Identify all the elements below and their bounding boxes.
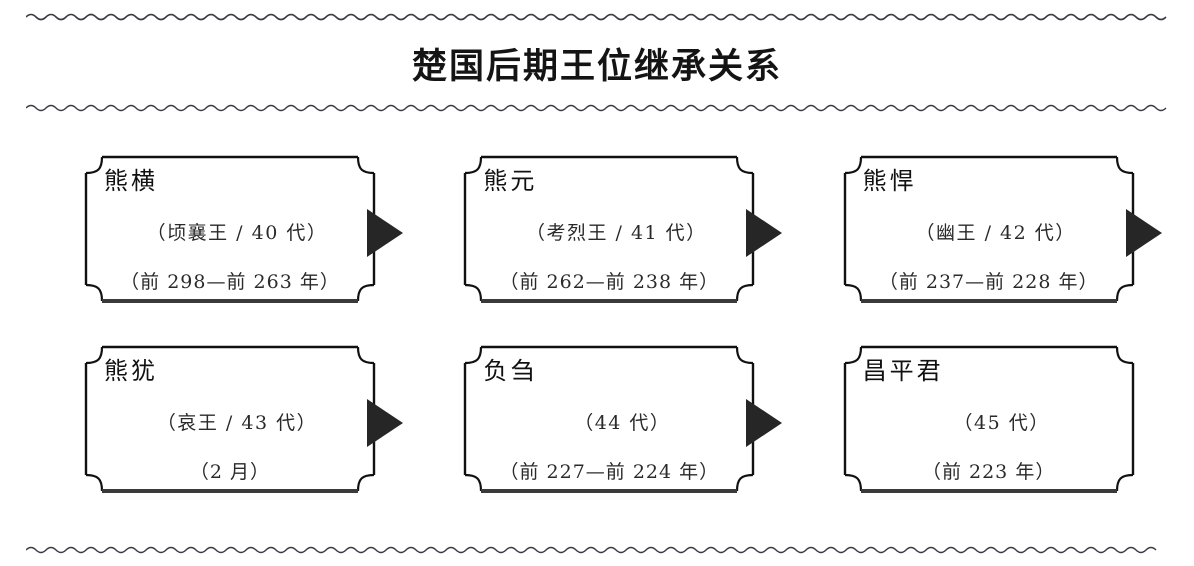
king-reign-years: （前 227—前 224 年）	[499, 461, 720, 484]
king-posthumous-title: （考烈王 / 41 代）	[525, 221, 707, 244]
succession-arrow-4	[365, 397, 405, 449]
card-body: 熊犹 （哀王 / 43 代） （2 月）	[84, 345, 376, 493]
king-posthumous-title: （44 代）	[574, 411, 671, 434]
succession-card-4[interactable]: 熊犹 （哀王 / 43 代） （2 月）	[84, 345, 376, 493]
succession-row-2: 熊犹 （哀王 / 43 代） （2 月）	[0, 345, 1194, 500]
king-name: 熊横	[104, 167, 158, 195]
king-reign-years: （前 262—前 238 年）	[499, 271, 720, 294]
wavy-divider-top	[26, 10, 1170, 24]
king-name: 昌平君	[862, 357, 944, 385]
card-body: 熊悍 （幽王 / 42 代） （前 237—前 228 年）	[843, 155, 1135, 303]
king-reign-years: （2 月）	[189, 461, 271, 484]
king-name: 熊元	[483, 167, 538, 195]
king-posthumous-title: （哀王 / 43 代）	[156, 411, 318, 434]
succession-arrow-2	[744, 207, 784, 259]
node-slot-5: 负刍 （44 代） （前 227—前 224 年）	[463, 345, 814, 500]
king-reign-years: （前 223 年）	[921, 461, 1056, 484]
succession-card-5[interactable]: 负刍 （44 代） （前 227—前 224 年）	[463, 345, 756, 493]
page-title: 楚国后期王位继承关系	[411, 46, 782, 87]
succession-card-2[interactable]: 熊元 （考烈王 / 41 代） （前 262—前 238 年）	[463, 155, 756, 303]
king-reign-years: （前 298—前 263 年）	[120, 271, 340, 294]
card-body: 熊元 （考烈王 / 41 代） （前 262—前 238 年）	[463, 155, 755, 303]
card-body: 负刍 （44 代） （前 227—前 224 年）	[463, 345, 755, 493]
card-body: 昌平君 （45 代） （前 223 年）	[843, 345, 1135, 493]
succession-arrow-3	[1124, 207, 1164, 259]
king-name: 熊悍	[862, 167, 917, 195]
king-posthumous-title: （45 代）	[953, 411, 1050, 434]
succession-row-1: 熊横 （顷襄王 / 40 代） （前 298—前 263 年）	[0, 155, 1194, 310]
king-posthumous-title: （顷襄王 / 40 代）	[146, 221, 328, 244]
succession-arrow-5	[744, 397, 784, 449]
node-slot-4: 熊犹 （哀王 / 43 代） （2 月）	[84, 345, 435, 500]
succession-card-6[interactable]: 昌平君 （45 代） （前 223 年）	[842, 345, 1135, 493]
card-body: 熊横 （顷襄王 / 40 代） （前 298—前 263 年）	[84, 155, 376, 303]
succession-card-3[interactable]: 熊悍 （幽王 / 42 代） （前 237—前 228 年）	[842, 155, 1135, 303]
king-name: 负刍	[483, 357, 538, 385]
wavy-divider-middle	[26, 101, 1170, 115]
king-name: 熊犹	[104, 357, 158, 385]
node-slot-6: 昌平君 （45 代） （前 223 年）	[842, 345, 1194, 500]
node-slot-1: 熊横 （顷襄王 / 40 代） （前 298—前 263 年）	[84, 155, 435, 310]
wavy-divider-bottom	[26, 543, 1170, 557]
succession-card-1[interactable]: 熊横 （顷襄王 / 40 代） （前 298—前 263 年）	[84, 155, 376, 303]
succession-arrow-1	[365, 207, 405, 259]
king-reign-years: （前 237—前 228 年）	[878, 271, 1099, 294]
node-slot-2: 熊元 （考烈王 / 41 代） （前 262—前 238 年）	[463, 155, 814, 310]
king-posthumous-title: （幽王 / 42 代）	[915, 221, 1076, 244]
node-slot-3: 熊悍 （幽王 / 42 代） （前 237—前 228 年）	[842, 155, 1194, 310]
